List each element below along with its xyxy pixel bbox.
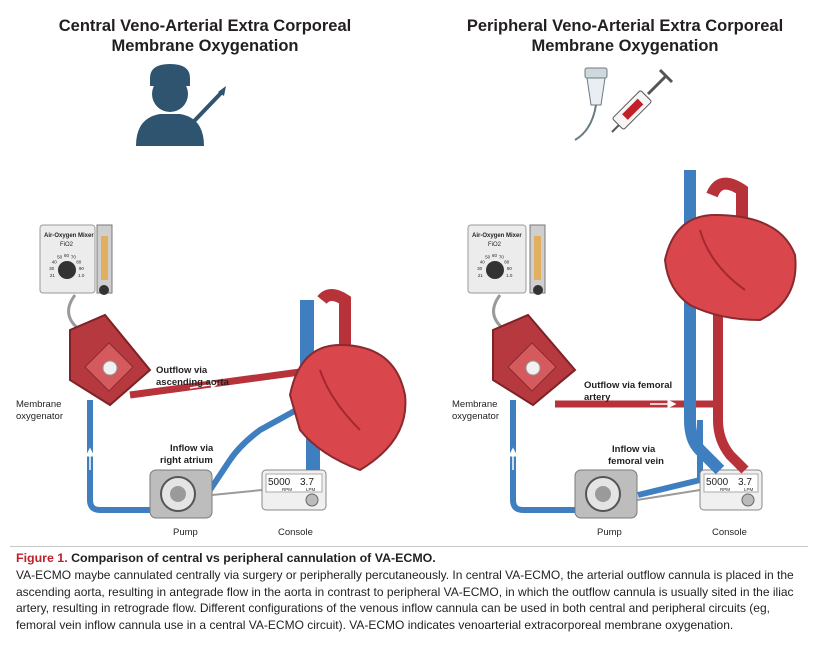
figure-caption: Figure 1. Comparison of central vs perip… (16, 550, 806, 634)
mixer-scale-label: 21 (50, 273, 56, 278)
console-rpm-unit: RPM (282, 487, 292, 492)
figure-illustration: Air-Oxygen Mixer FiO2 5000 3.7 RPM LPM O… (16, 64, 797, 538)
outflow-label-2: ascending aorta (156, 377, 230, 388)
caption-figure-label: Figure 1. (16, 551, 68, 565)
inflow-label-2: right atrium (160, 455, 213, 466)
outflow-label-2-2: artery (584, 392, 611, 403)
mixer-scale-label: 60 (64, 253, 70, 258)
mixer-fio2-2: FiO2 (488, 242, 502, 248)
console-lpm-value-2: 3.7 (738, 477, 752, 488)
pump-2 (574, 469, 638, 519)
heart-central (288, 289, 407, 472)
console-label: Console (278, 527, 313, 538)
mixer-scale-label: 70 (71, 255, 77, 260)
console-lpm-unit: LPM (306, 487, 316, 492)
panel-title-peripheral: Peripheral Veno-Arterial Extra Corporeal… (466, 17, 784, 55)
mixer-scale-label: 90 (79, 266, 85, 271)
mixer-scale-label: 1.0 (78, 273, 85, 278)
membrane-label-2-2: oxygenator (452, 411, 499, 422)
mixer-scale-label: 60 (492, 253, 498, 258)
console-lpm-unit-2: LPM (744, 487, 754, 492)
mixer-scale-label: 21 (478, 273, 484, 278)
pump (149, 469, 213, 519)
caption-divider (10, 546, 808, 547)
mixer-scale-label: 30 (477, 266, 483, 271)
mixer-scale-label: 40 (480, 259, 486, 264)
caption-title: Comparison of central vs peripheral cann… (71, 551, 436, 565)
mixer-scale-label: 50 (485, 255, 491, 260)
membrane-label-1-2: Membrane (452, 399, 497, 410)
mixer-scale-label: 80 (504, 259, 510, 264)
membrane-oxygenator (69, 313, 152, 407)
outflow-label-1: Outflow via (156, 365, 208, 376)
console-rpm-value: 5000 (268, 477, 291, 488)
outflow-label-1-2: Outflow via femoral (584, 380, 672, 391)
console-2 (699, 469, 763, 511)
mixer-scale-label: 40 (52, 259, 58, 264)
inflow-label-1-2: Inflow via (612, 444, 656, 455)
pump-label: Pump (173, 527, 198, 538)
caption-text: VA-ECMO maybe cannulated centrally via s… (16, 567, 794, 633)
mixer-fio2: FiO2 (60, 242, 74, 248)
syringe-icon (611, 68, 674, 133)
mixer-scale-label: 80 (76, 259, 82, 264)
mixer-scale-label: 1.0 (506, 273, 513, 278)
air-oxygen-mixer (39, 224, 113, 295)
inflow-label-1: Inflow via (170, 443, 214, 454)
mixer-name-2: Air-Oxygen Mixer (472, 233, 522, 239)
heart-peripheral (663, 170, 797, 475)
console-label-2: Console (712, 527, 747, 538)
inflow-label-2-2: femoral vein (608, 456, 664, 467)
console-rpm-value-2: 5000 (706, 477, 729, 488)
mixer-scale-label: 30 (49, 266, 55, 271)
pump-label-2: Pump (597, 527, 622, 538)
mixer-scale-label: 70 (499, 255, 505, 260)
caption-heading: Figure 1. Comparison of central vs perip… (16, 550, 806, 567)
ultrasound-probe-icon (574, 67, 608, 141)
console-rpm-unit-2: RPM (720, 487, 730, 492)
panel-title-central: Central Veno-Arterial Extra Corporeal Me… (58, 17, 352, 55)
membrane-label-1: Membrane (16, 399, 61, 410)
mixer-name: Air-Oxygen Mixer (44, 233, 94, 239)
membrane-label-2: oxygenator (16, 411, 63, 422)
surgeon-icon (136, 64, 226, 146)
console-lpm-value: 3.7 (300, 477, 314, 488)
console (261, 469, 327, 511)
mixer-scale-label: 90 (507, 266, 513, 271)
mixer-scale-label: 50 (57, 255, 63, 260)
membrane-oxygenator-2 (492, 313, 577, 407)
air-oxygen-mixer-2 (467, 224, 546, 295)
